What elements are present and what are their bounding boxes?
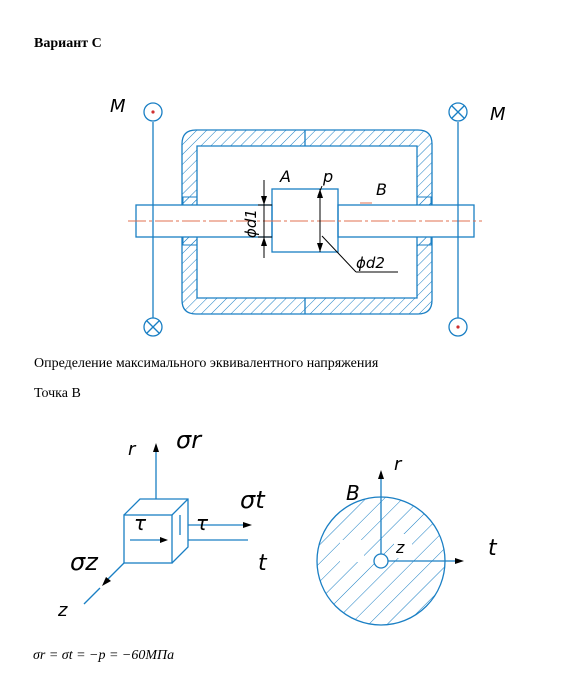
left-moment-support <box>143 102 163 337</box>
dimension-d2 <box>317 189 398 273</box>
sigma-r-label: σr <box>176 426 203 454</box>
label-bg <box>340 540 364 562</box>
shaft <box>128 188 482 253</box>
dot-icon <box>151 110 155 114</box>
sigma-z-label: σz <box>70 548 99 576</box>
page-title: Вариант С <box>34 36 102 51</box>
sigma-t-label: σt <box>240 486 266 514</box>
section-axis-z: z <box>395 538 405 557</box>
point-label: Точка В <box>34 386 81 401</box>
moment-label-right: M <box>490 104 506 125</box>
housing <box>180 129 434 315</box>
axis-r-label: r <box>128 439 137 460</box>
dim-d1-label: ϕd1 <box>242 209 260 238</box>
section-axis-t: t <box>488 536 498 561</box>
dim-d2-label: ϕd2 <box>356 254 385 272</box>
label-bg <box>394 534 412 558</box>
label-a: A <box>279 167 291 186</box>
moment-label-left: M <box>110 96 126 117</box>
stress-formula: σr = σt = −p = −60МПа <box>33 648 175 663</box>
tau-right-label: τ <box>196 511 209 535</box>
tau-left-label: τ <box>134 511 147 535</box>
label-p: p <box>322 167 333 186</box>
dot-icon <box>456 325 460 329</box>
dimension-d1 <box>258 180 272 258</box>
pressure-leader <box>317 185 323 197</box>
right-moment-support <box>448 102 468 337</box>
axis-t-label: t <box>258 551 268 576</box>
stress-element <box>83 443 252 605</box>
axis-z-label: z <box>57 600 68 621</box>
shaft-diagram: M M A p B ϕd1 ϕd2 <box>110 96 506 337</box>
label-b: B <box>376 180 387 199</box>
section-b-label: B <box>346 481 360 505</box>
section-heading: Определение максимального эквивалентного… <box>34 356 379 371</box>
cross-section <box>316 470 464 626</box>
section-axis-r: r <box>394 454 403 475</box>
